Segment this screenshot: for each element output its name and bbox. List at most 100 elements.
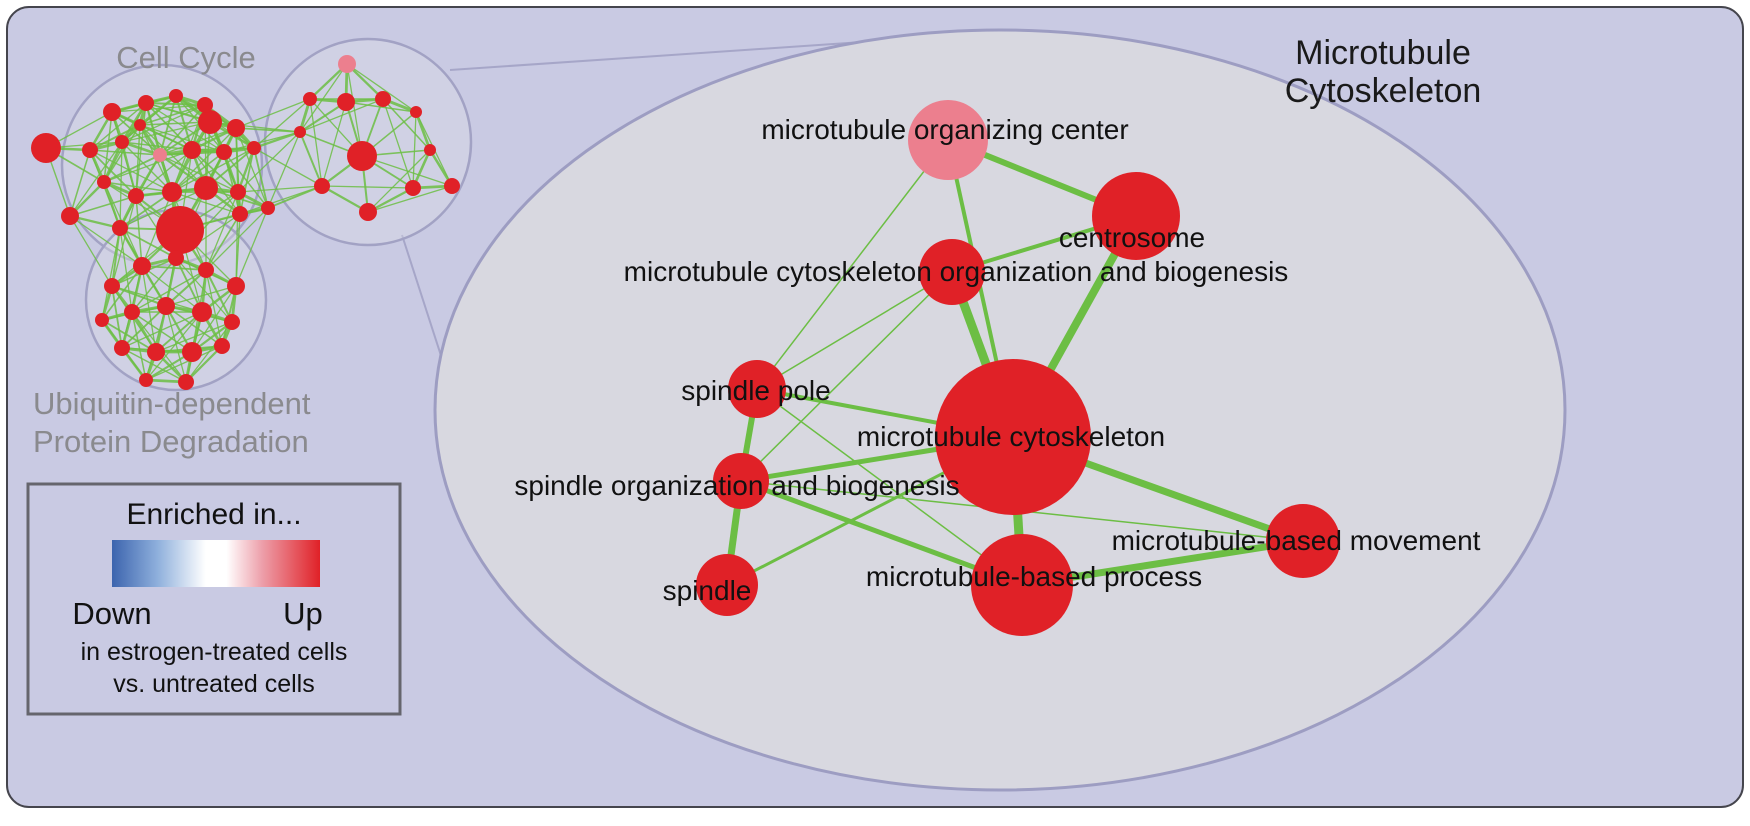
network-node-centrosome [1092, 172, 1180, 260]
overview-edge [159, 154, 239, 193]
overview-network-nodes [31, 55, 460, 390]
overview-edge [299, 131, 323, 187]
overview-node [214, 338, 230, 354]
overview-edge [205, 191, 239, 271]
overview-edge [131, 311, 147, 381]
overview-edge [171, 147, 255, 193]
overview-node [230, 184, 246, 200]
overview-edge [235, 127, 301, 133]
overview-edge [253, 98, 311, 149]
overview-edge [171, 151, 225, 193]
overview-edge [102, 141, 124, 183]
overview-edge [235, 207, 269, 287]
overview-edge [159, 104, 206, 156]
overview-edge [111, 285, 167, 307]
overview-edge [89, 149, 173, 193]
overview-edge [121, 305, 167, 349]
overview-node [156, 206, 204, 254]
edge-spindle_pole--mb_process [756, 388, 1023, 586]
overview-edge [69, 141, 123, 217]
overview-node [128, 188, 144, 204]
overview-edge [414, 111, 432, 151]
network-node-mb_movement [1266, 504, 1340, 578]
overview-edge [89, 102, 147, 151]
overview-node [198, 262, 214, 278]
ubiquitin-label-line2: Protein Degradation [33, 424, 309, 459]
cell-cycle-label: Cell Cycle [116, 40, 256, 75]
overview-node [224, 314, 240, 330]
overview-node [261, 201, 275, 215]
network-node-moc [908, 100, 988, 180]
overview-edge [139, 124, 225, 153]
overview-edge [235, 127, 269, 209]
node-label-spindle_org: spindle organization and biogenesis [514, 470, 959, 501]
overview-edge [223, 151, 269, 209]
overview-edge [101, 319, 157, 353]
legend-title: Enriched in... [126, 498, 301, 531]
overview-node [95, 313, 109, 327]
overview-edge [159, 127, 237, 156]
overview-node [115, 135, 129, 149]
overview-edge [131, 311, 193, 353]
overview-edge [121, 104, 206, 143]
overview-node [178, 374, 194, 390]
overview-node [337, 93, 355, 111]
overview-edge [102, 181, 122, 229]
overview-node [133, 257, 151, 275]
overview-edge [205, 213, 241, 271]
overview-node [103, 103, 121, 121]
overview-edge [299, 63, 348, 133]
overview-edge [119, 191, 173, 229]
overview-node [182, 342, 202, 362]
legend: Enriched in... Down Up in estrogen-treat… [26, 482, 402, 716]
legend-caption-line1: in estrogen-treated cells [81, 638, 348, 666]
overview-edge [101, 227, 121, 321]
overview-node [227, 119, 245, 137]
overview-edge [165, 285, 237, 307]
overview-node [247, 141, 261, 155]
overview-edge [103, 154, 161, 183]
overview-edge [299, 101, 347, 133]
overview-edge [119, 187, 207, 229]
overview-node [114, 340, 130, 356]
overview-edge [139, 95, 177, 126]
overview-node [61, 207, 79, 225]
overview-node [347, 141, 377, 171]
overview-node [303, 92, 317, 106]
overview-node [124, 304, 140, 320]
overview-node [139, 373, 153, 387]
overview-edge [235, 98, 311, 129]
overview-edge [69, 149, 91, 217]
node-label-mb_process: microtubule-based process [866, 561, 1202, 592]
overview-node [375, 91, 391, 107]
overview-edge [139, 124, 207, 189]
overview-edge [159, 95, 177, 156]
overview-node [194, 176, 218, 200]
overview-edge [103, 181, 173, 193]
legend-down-label: Down [72, 596, 151, 631]
overview-edge [119, 227, 133, 313]
overview-edge [111, 195, 137, 287]
overview-edge [139, 124, 193, 151]
overview-edge [119, 227, 177, 259]
overview-edge [412, 111, 417, 189]
overview-edge [321, 185, 414, 189]
overview-node [134, 119, 146, 131]
edge-mcob--spindle_org [740, 271, 953, 482]
overview-node [410, 106, 422, 118]
overview-edge [367, 185, 453, 213]
overview-edge [382, 98, 414, 189]
overview-edge [145, 311, 203, 381]
overview-edge [135, 195, 143, 267]
overview-edge [205, 207, 269, 271]
ubiquitin-label-line1: Ubiquitin-dependent [33, 386, 311, 421]
overview-edge [205, 269, 233, 323]
overview-edge [237, 185, 323, 193]
overview-edge [101, 265, 143, 321]
network-node-spindle_pole [728, 360, 786, 418]
overview-node [359, 203, 377, 221]
overview-edge [121, 311, 203, 349]
overview-edge [69, 215, 113, 287]
overview-edge [205, 269, 223, 347]
